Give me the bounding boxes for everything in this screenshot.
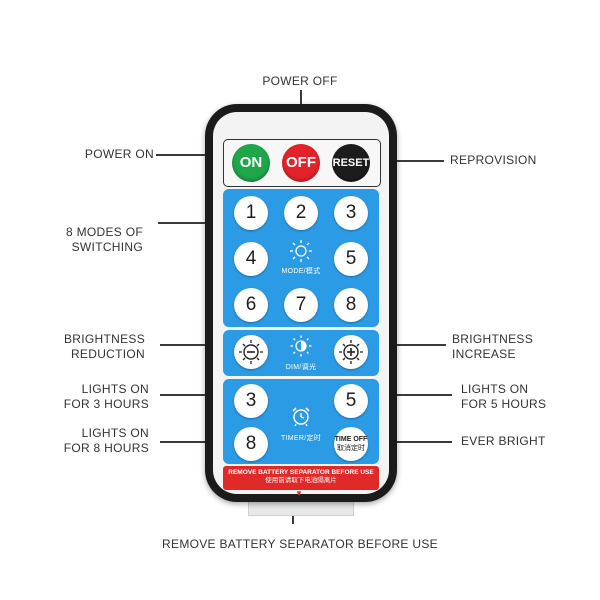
callout-remove-battery: REMOVE BATTERY SEPARATOR BEFORE USE <box>162 537 438 551</box>
callout-modes-line2: SWITCHING <box>71 240 143 254</box>
brightness-plus-icon <box>339 340 363 364</box>
mode-button-2[interactable]: 2 <box>284 196 318 230</box>
callout-brightness-increase: BRIGHTNESS INCREASE <box>452 332 572 362</box>
callout-lights-5h: LIGHTS ON FOR 5 HOURS <box>461 382 571 412</box>
callout-lights-5h-line2: FOR 5 HOURS <box>461 397 547 411</box>
callout-modes-line1: 8 MODES OF <box>65 225 143 239</box>
callout-lights-8h-line2: FOR 8 HOURS <box>63 441 149 455</box>
alarm-clock-icon <box>290 405 312 427</box>
brightness-minus-icon <box>239 340 263 364</box>
timer-8h-button[interactable]: 8 <box>234 427 268 461</box>
time-off-line1: TIME OFF <box>334 436 368 443</box>
timer-panel: 3 5 8 TIMER/定时 TIME OFF 取消定时 <box>223 379 379 464</box>
time-off-line2: 取消定时 <box>337 445 365 452</box>
mode-button-5[interactable]: 5 <box>334 242 368 276</box>
mode-button-8[interactable]: 8 <box>334 288 368 322</box>
callout-modes: 8 MODES OF SWITCHING <box>40 225 143 255</box>
callout-lights-3h-line2: FOR 3 HOURS <box>63 397 149 411</box>
mode-button-4[interactable]: 4 <box>234 242 268 276</box>
mode-button-7[interactable]: 7 <box>284 288 318 322</box>
mode-label: MODE/模式 <box>281 268 321 275</box>
callout-brightness-reduction-line1: BRIGHTNESS <box>63 332 145 346</box>
callout-brightness-reduction: BRIGHTNESS REDUCTION <box>40 332 145 362</box>
mode-panel: 1 2 3 4 MODE/模式 5 6 7 8 <box>223 189 379 327</box>
remote-face: ON OFF RESET 1 2 3 4 MODE <box>213 112 389 498</box>
leader-lights-5h <box>384 394 452 396</box>
callout-brightness-reduction-line2: REDUCTION <box>70 347 145 361</box>
leader-lights-8h <box>160 441 226 443</box>
callout-lights-8h-line1: LIGHTS ON <box>81 426 149 440</box>
brightness-icon <box>290 335 312 357</box>
timer-label: TIMER/定时 <box>280 435 322 442</box>
callout-lights-5h-line1: LIGHTS ON <box>461 382 529 396</box>
leader-modes <box>158 222 223 224</box>
brightness-up-button[interactable] <box>334 335 368 369</box>
time-off-button[interactable]: TIME OFF 取消定时 <box>334 427 368 461</box>
callout-lights-3h: LIGHTS ON FOR 3 HOURS <box>40 382 149 412</box>
mode-button-1[interactable]: 1 <box>234 196 268 230</box>
callout-brightness-increase-line1: BRIGHTNESS <box>452 332 534 346</box>
callout-power-off: POWER OFF <box>262 74 338 88</box>
callout-ever-bright: EVER BRIGHT <box>461 434 546 448</box>
remote-control: ON OFF RESET 1 2 3 4 MODE <box>205 104 397 502</box>
dim-label: DIM/调光 <box>285 364 317 371</box>
brightness-down-button[interactable] <box>234 335 268 369</box>
warning-line1: REMOVE BATTERY SEPARATOR BEFORE USE <box>228 469 374 476</box>
leader-ever-bright <box>384 441 452 443</box>
callout-power-on: POWER ON <box>84 147 154 161</box>
battery-warning-strip: REMOVE BATTERY SEPARATOR BEFORE USE 使用前请… <box>223 466 379 490</box>
callout-reprovision: REPROVISION <box>450 153 537 167</box>
leader-lights-3h <box>160 394 226 396</box>
down-arrow-icon: ▼ <box>295 489 303 498</box>
leader-reprovision <box>390 160 444 162</box>
mode-button-3[interactable]: 3 <box>334 196 368 230</box>
timer-3h-button[interactable]: 3 <box>234 384 268 418</box>
power-row: ON OFF RESET <box>223 139 381 187</box>
timer-5h-button[interactable]: 5 <box>334 384 368 418</box>
mode-sun-icon <box>289 239 313 263</box>
callout-lights-8h: LIGHTS ON FOR 8 HOURS <box>40 426 149 456</box>
dim-panel: DIM/调光 <box>223 330 379 376</box>
off-button[interactable]: OFF <box>282 144 320 182</box>
battery-separator-tab[interactable] <box>248 500 354 516</box>
leader-power-off <box>300 90 302 104</box>
leader-brightness-increase <box>380 344 446 346</box>
leader-remove-battery <box>292 512 294 524</box>
callout-lights-3h-line1: LIGHTS ON <box>81 382 149 396</box>
leader-brightness-reduction <box>160 344 224 346</box>
warning-line2: 使用前请取下电池隔离片 <box>265 477 337 484</box>
callout-brightness-increase-line2: INCREASE <box>452 347 516 361</box>
leader-power-on <box>156 154 226 156</box>
on-button[interactable]: ON <box>232 144 270 182</box>
reset-button[interactable]: RESET <box>332 144 370 182</box>
mode-button-6[interactable]: 6 <box>234 288 268 322</box>
